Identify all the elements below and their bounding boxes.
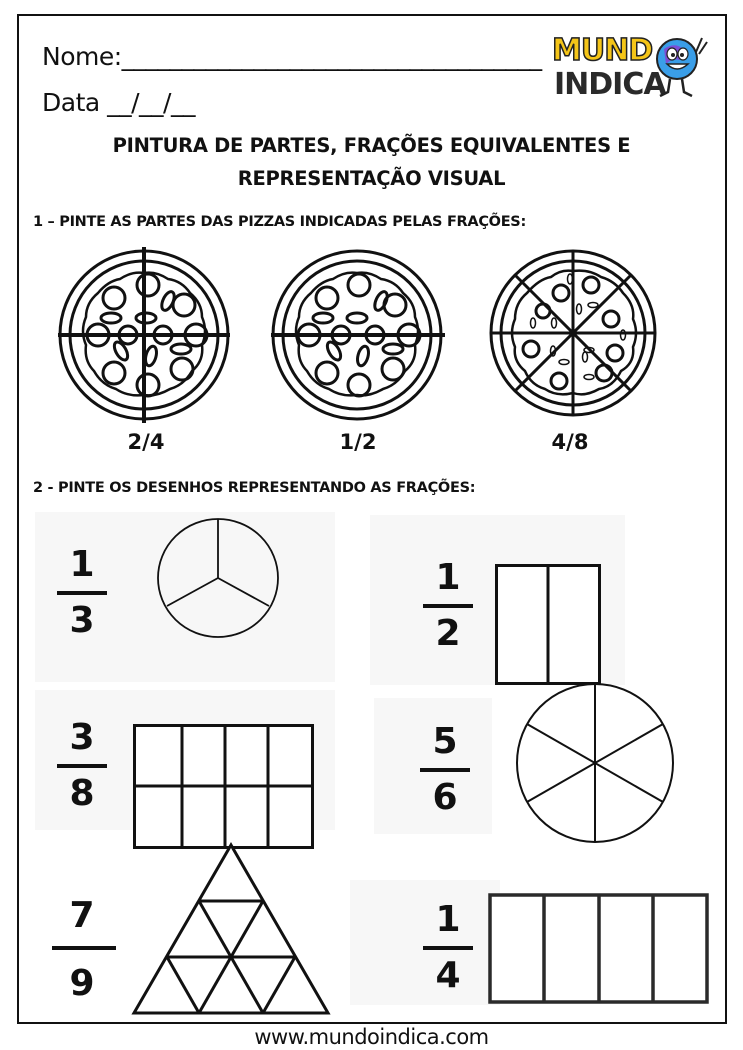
denominator: 2: [435, 613, 461, 654]
fraction-bar: [420, 768, 470, 772]
fraction-bar: [52, 946, 116, 950]
exercise-tile-1-4: [350, 880, 500, 1005]
pizza-3-fraction: 4/8: [551, 430, 589, 454]
rectangle-quarters-icon[interactable]: [488, 893, 710, 1005]
fraction-bar: [57, 764, 107, 768]
logo-text-top: MUND: [551, 33, 654, 69]
numerator: 1: [435, 899, 461, 940]
pizza-quarters-icon[interactable]: [56, 243, 236, 423]
question-2-label: 2 - PINTE OS DESENHOS REPRESENTANDO AS F…: [33, 480, 476, 496]
name-field[interactable]: Nome:___________________________________: [42, 42, 542, 71]
fraction-bar: [423, 604, 473, 608]
pizza-eighths-icon[interactable]: [489, 243, 659, 423]
date-field[interactable]: Data __/__/__: [42, 88, 196, 117]
fraction-1-3: 1 3: [52, 545, 112, 641]
denominator: 6: [432, 777, 458, 818]
pizza-2-fraction: 1/2: [339, 430, 377, 454]
fraction-1-4: 1 4: [418, 900, 478, 996]
circle-thirds-icon[interactable]: [156, 518, 286, 648]
worksheet-title-line2: REPRESENTAÇÃO VISUAL: [237, 167, 506, 190]
globe-mascot-icon: [656, 37, 708, 98]
pizza-1-fraction: 2/4: [127, 430, 165, 454]
numerator: 5: [432, 721, 458, 762]
fraction-5-6: 5 6: [415, 722, 475, 818]
logo: MUND INDICA: [551, 33, 712, 104]
worksheet-title-line1: PINTURA DE PARTES, FRAÇÕES EQUIVALENTES …: [112, 134, 631, 157]
denominator: 4: [435, 955, 461, 996]
exercise-tile-5-6: [374, 698, 492, 834]
rectangle-halves-icon[interactable]: [495, 564, 605, 689]
fraction-7-9: 7 9: [52, 895, 116, 1004]
circle-sixths-icon[interactable]: [515, 682, 675, 844]
fraction-3-8: 3 8: [52, 718, 112, 814]
numerator: 7: [69, 895, 95, 936]
denominator: 9: [69, 963, 95, 1004]
worksheet-border: [17, 14, 727, 1024]
numerator: 3: [69, 717, 95, 758]
grid-eighths-icon[interactable]: [133, 724, 317, 850]
fraction-bar: [57, 591, 107, 595]
question-1-label: 1 – PINTE AS PARTES DAS PIZZAS INDICADAS…: [33, 214, 526, 230]
fraction-bar: [423, 946, 473, 950]
numerator: 1: [435, 557, 461, 598]
triangle-ninths-icon[interactable]: [131, 842, 332, 1018]
pizza-halves-icon[interactable]: [271, 243, 451, 423]
fraction-1-2: 1 2: [418, 558, 478, 654]
logo-text-bottom: INDICA: [554, 67, 667, 102]
numerator: 1: [69, 544, 95, 585]
denominator: 8: [69, 773, 95, 814]
footer-url[interactable]: www.mundoindica.com: [254, 1025, 489, 1049]
denominator: 3: [69, 600, 95, 641]
